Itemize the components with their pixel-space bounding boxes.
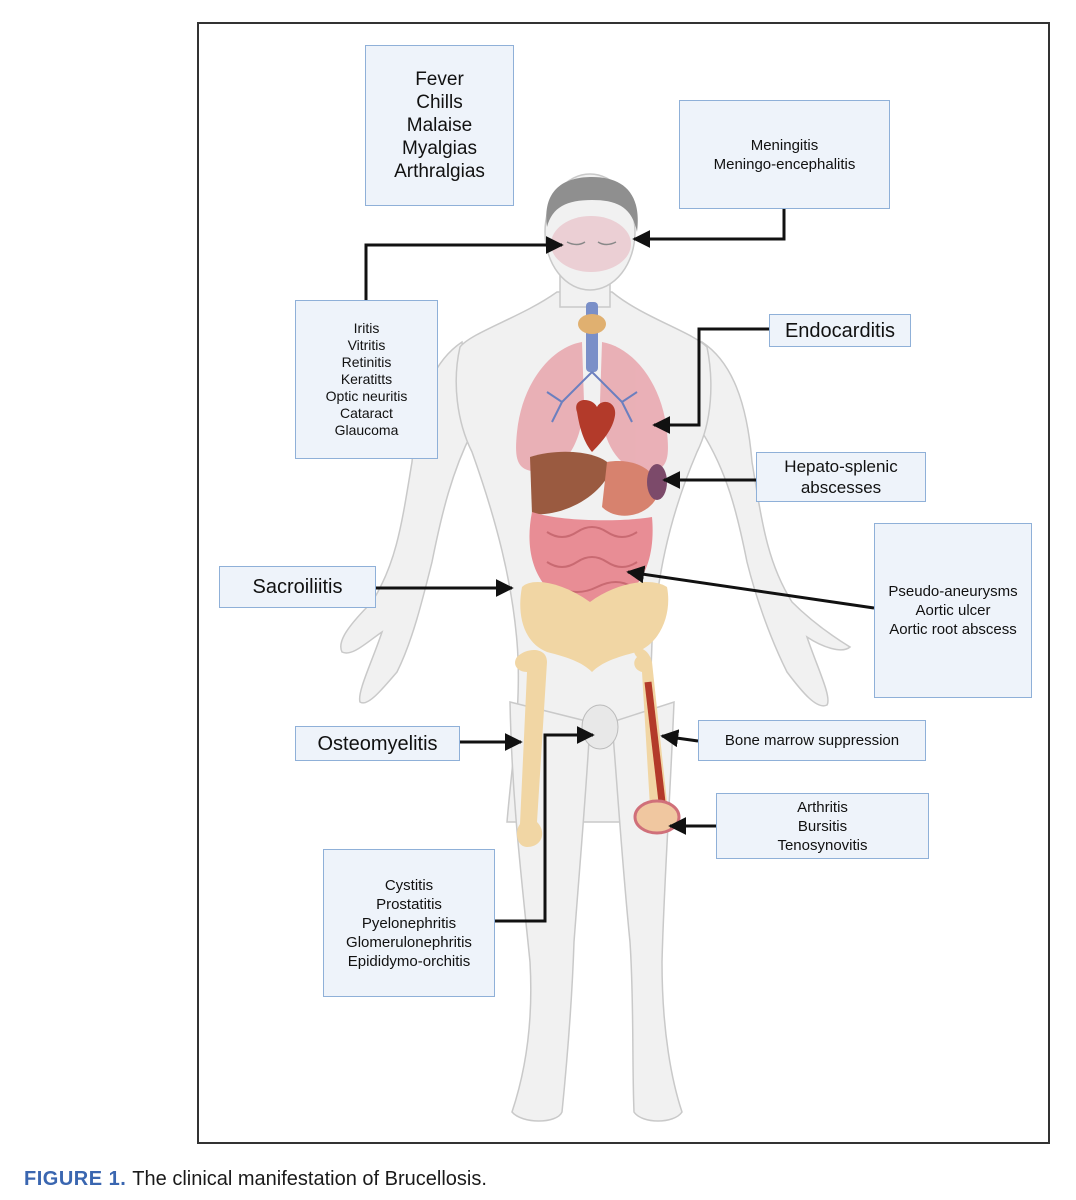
label-line: Aortic ulcer: [915, 602, 991, 619]
arrow-endocarditis: [652, 327, 769, 434]
arrow-bone-marrow: [660, 729, 699, 748]
cns-box: Meningitis Meningo-encephalitis: [679, 100, 890, 209]
label-line: Optic neuritis: [325, 388, 408, 404]
label-line: Cataract: [340, 405, 393, 421]
left-femur: [515, 650, 547, 847]
label-line: Bone marrow suppression: [724, 732, 900, 749]
heart: [576, 400, 616, 452]
vascular-box: Pseudo-aneurysms Aortic ulcer Aortic roo…: [874, 523, 1032, 698]
label-line: abscesses: [800, 478, 882, 497]
label-line: Vitritis: [347, 337, 386, 353]
label-line: Chills: [416, 92, 463, 113]
sacroiliitis-box: Sacroiliitis: [219, 566, 376, 608]
genitals: [581, 704, 619, 750]
label-line: Epididymo-orchitis: [347, 952, 471, 970]
label-line: Fever: [415, 69, 464, 90]
label-line: Meningo-encephalitis: [713, 155, 856, 173]
osteomyelitis-box: Osteomyelitis: [295, 726, 460, 761]
joints-box: Arthritis Bursitis Tenosynovitis: [716, 793, 929, 859]
endocarditis-box: Endocarditis: [769, 314, 911, 347]
label-line: Retinitis: [341, 354, 392, 370]
label-line: Iritis: [353, 320, 380, 336]
label-line: Glomerulonephritis: [346, 933, 472, 951]
arrow-vascular: [626, 565, 875, 610]
connector-arrows: [364, 209, 875, 923]
label-line: Myalgias: [402, 138, 477, 159]
label-line: Prostatitis: [376, 895, 442, 913]
lungs: [516, 342, 668, 472]
label-line: Malaise: [406, 115, 473, 136]
eye-box: Iritis Vitritis Retinitis Keratitts Opti…: [295, 300, 438, 459]
bone-marrow-box: Bone marrow suppression: [698, 720, 926, 761]
genitourinary-box: Cystitis Prostatitis Pyelonephritis Glom…: [323, 849, 495, 997]
label-line: Pyelonephritis: [361, 914, 457, 932]
arrow-cns: [632, 209, 786, 248]
face-overlay: [551, 216, 631, 272]
figure-frame: Fever Chills Malaise Myalgias Arthralgia…: [197, 22, 1050, 1144]
liver-spleen-box: Hepato-splenic abscesses: [756, 452, 926, 502]
thyroid-trachea: [578, 302, 606, 372]
label-line: Hepato-splenic: [784, 457, 898, 476]
label-line: Bursitis: [797, 817, 848, 835]
stomach: [602, 461, 658, 516]
pelvis: [520, 582, 669, 672]
hair: [546, 177, 638, 232]
label-line: Tenosynovitis: [777, 836, 868, 854]
label-line: Endocarditis: [784, 319, 896, 342]
systemic-symptoms-box: Fever Chills Malaise Myalgias Arthralgia…: [365, 45, 514, 206]
label-line: Arthritis: [797, 798, 848, 816]
body-illustration: [340, 173, 875, 1122]
caption-prefix: FIGURE 1.: [24, 1168, 127, 1190]
label-line: Arthralgias: [394, 161, 485, 182]
label-line: Meningitis: [750, 136, 819, 154]
figure-caption: FIGURE 1.The clinical manifestation of B…: [24, 1168, 487, 1191]
label-line: Cystitis: [384, 876, 434, 894]
arrow-genitourinary: [494, 726, 595, 923]
caption-text: The clinical manifestation of Brucellosi…: [132, 1168, 487, 1190]
label-line: Pseudo-aneurysms: [888, 583, 1018, 600]
label-line: Sacroiliitis: [252, 576, 343, 598]
label-line: Osteomyelitis: [317, 732, 438, 755]
spleen: [647, 464, 667, 500]
label-line: Glaucoma: [334, 422, 399, 438]
label-line: Keratitts: [340, 371, 393, 387]
arrow-eye: [364, 236, 564, 300]
label-line: Aortic root abscess: [889, 621, 1017, 638]
liver: [530, 451, 612, 515]
